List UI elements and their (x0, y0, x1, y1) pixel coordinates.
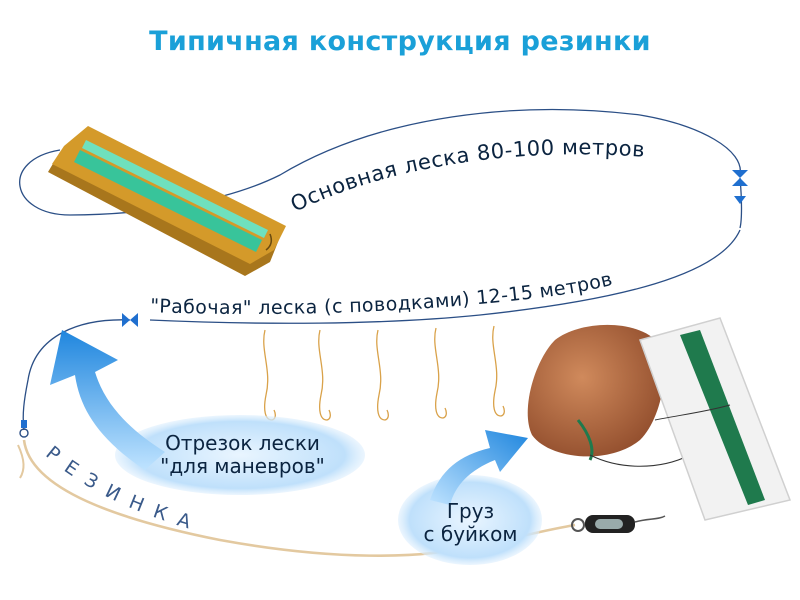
hook-icon (376, 329, 389, 421)
maneuver-label-line2: "для маневров" (160, 454, 325, 478)
swivel-icon (19, 420, 29, 438)
diagram-title: Типичная конструкция резинки (149, 26, 651, 57)
arrow-icon (430, 430, 528, 505)
weight-label-line1: Груз (446, 499, 495, 523)
maneuver-callout-cloud (115, 415, 365, 495)
main-line-label: Основная леска 80-100 метров (287, 135, 646, 216)
maneuver-label-line1: Отрезок лески (165, 431, 320, 455)
arrow-icon (50, 330, 165, 470)
maneuver-line (22, 319, 131, 431)
weight-callout: Груз с буйком (408, 500, 533, 546)
main-line (19, 108, 741, 216)
swivel-icon (734, 196, 746, 204)
swivel-icon (732, 170, 748, 186)
hook-icon (434, 327, 447, 419)
hook-icon (492, 325, 505, 417)
maneuver-callout: Отрезок лески "для маневров" (135, 432, 350, 478)
swivel-icon (122, 313, 138, 327)
working-line-label: "Рабочая" леска (с поводками) 12-15 метр… (150, 268, 615, 319)
sinker-stone (527, 324, 691, 467)
float-buoy (639, 317, 792, 521)
hook-icon (318, 329, 331, 421)
snap-swivel-icon (571, 515, 666, 533)
reel (48, 126, 286, 276)
weight-label-line2: с буйком (423, 522, 518, 546)
hook-icon (263, 329, 276, 421)
working-line (149, 229, 741, 324)
